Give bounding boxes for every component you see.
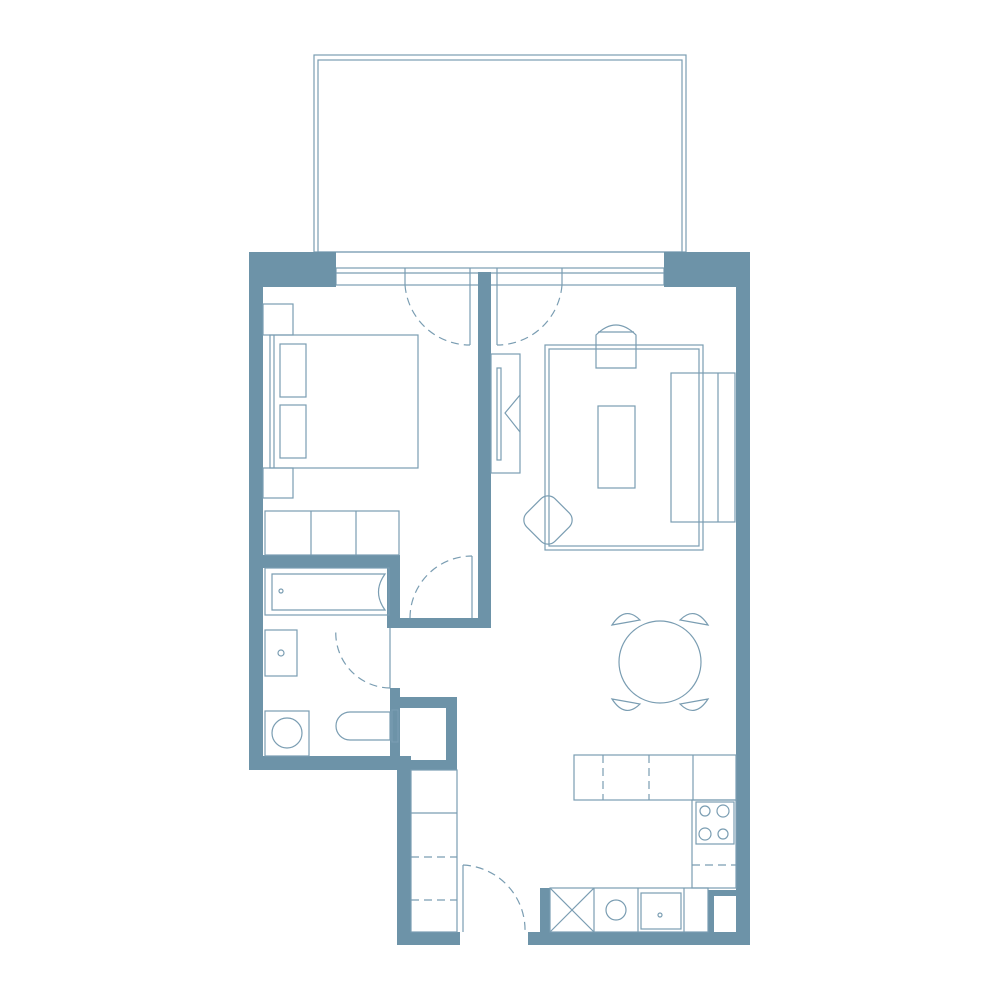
bedroom-furniture — [262, 303, 419, 556]
balcony-door-left — [404, 284, 471, 346]
nightstand — [262, 467, 294, 499]
dining-chair — [610, 613, 642, 626]
pillow — [279, 343, 307, 398]
walls — [249, 252, 750, 945]
sofa — [670, 372, 736, 523]
toilet — [335, 711, 391, 741]
kitchen-sink — [640, 892, 682, 930]
armchair — [523, 495, 573, 545]
dining-chair — [678, 613, 710, 626]
pillow — [279, 404, 307, 459]
living-furniture — [490, 324, 736, 551]
dishwasher — [605, 899, 627, 921]
bathtub — [264, 567, 390, 616]
balcony-door-right — [496, 284, 563, 346]
dining-table — [618, 620, 702, 704]
dining-chair — [678, 698, 710, 711]
balcony — [313, 54, 687, 253]
bed — [269, 334, 419, 469]
kitchen-island — [573, 754, 737, 801]
counter — [691, 799, 737, 889]
cooktop — [695, 801, 735, 845]
doors — [335, 284, 563, 933]
washing-machine — [264, 710, 310, 757]
dining — [610, 613, 710, 711]
sink — [264, 629, 298, 677]
entry-door — [462, 864, 526, 933]
bottom-counter — [549, 887, 709, 933]
coffee-table — [597, 405, 636, 489]
wardrobe — [264, 510, 400, 556]
bathroom-fixtures — [264, 567, 399, 757]
dining-chair — [610, 698, 642, 711]
kitchen — [549, 754, 737, 933]
entry-closet — [410, 769, 458, 933]
bedroom-door — [409, 555, 473, 619]
tv-unit — [490, 353, 521, 474]
nightstand — [262, 303, 294, 336]
rug — [544, 344, 704, 551]
bathroom-door — [335, 627, 391, 689]
window-strip — [335, 267, 665, 286]
chair — [595, 324, 637, 369]
